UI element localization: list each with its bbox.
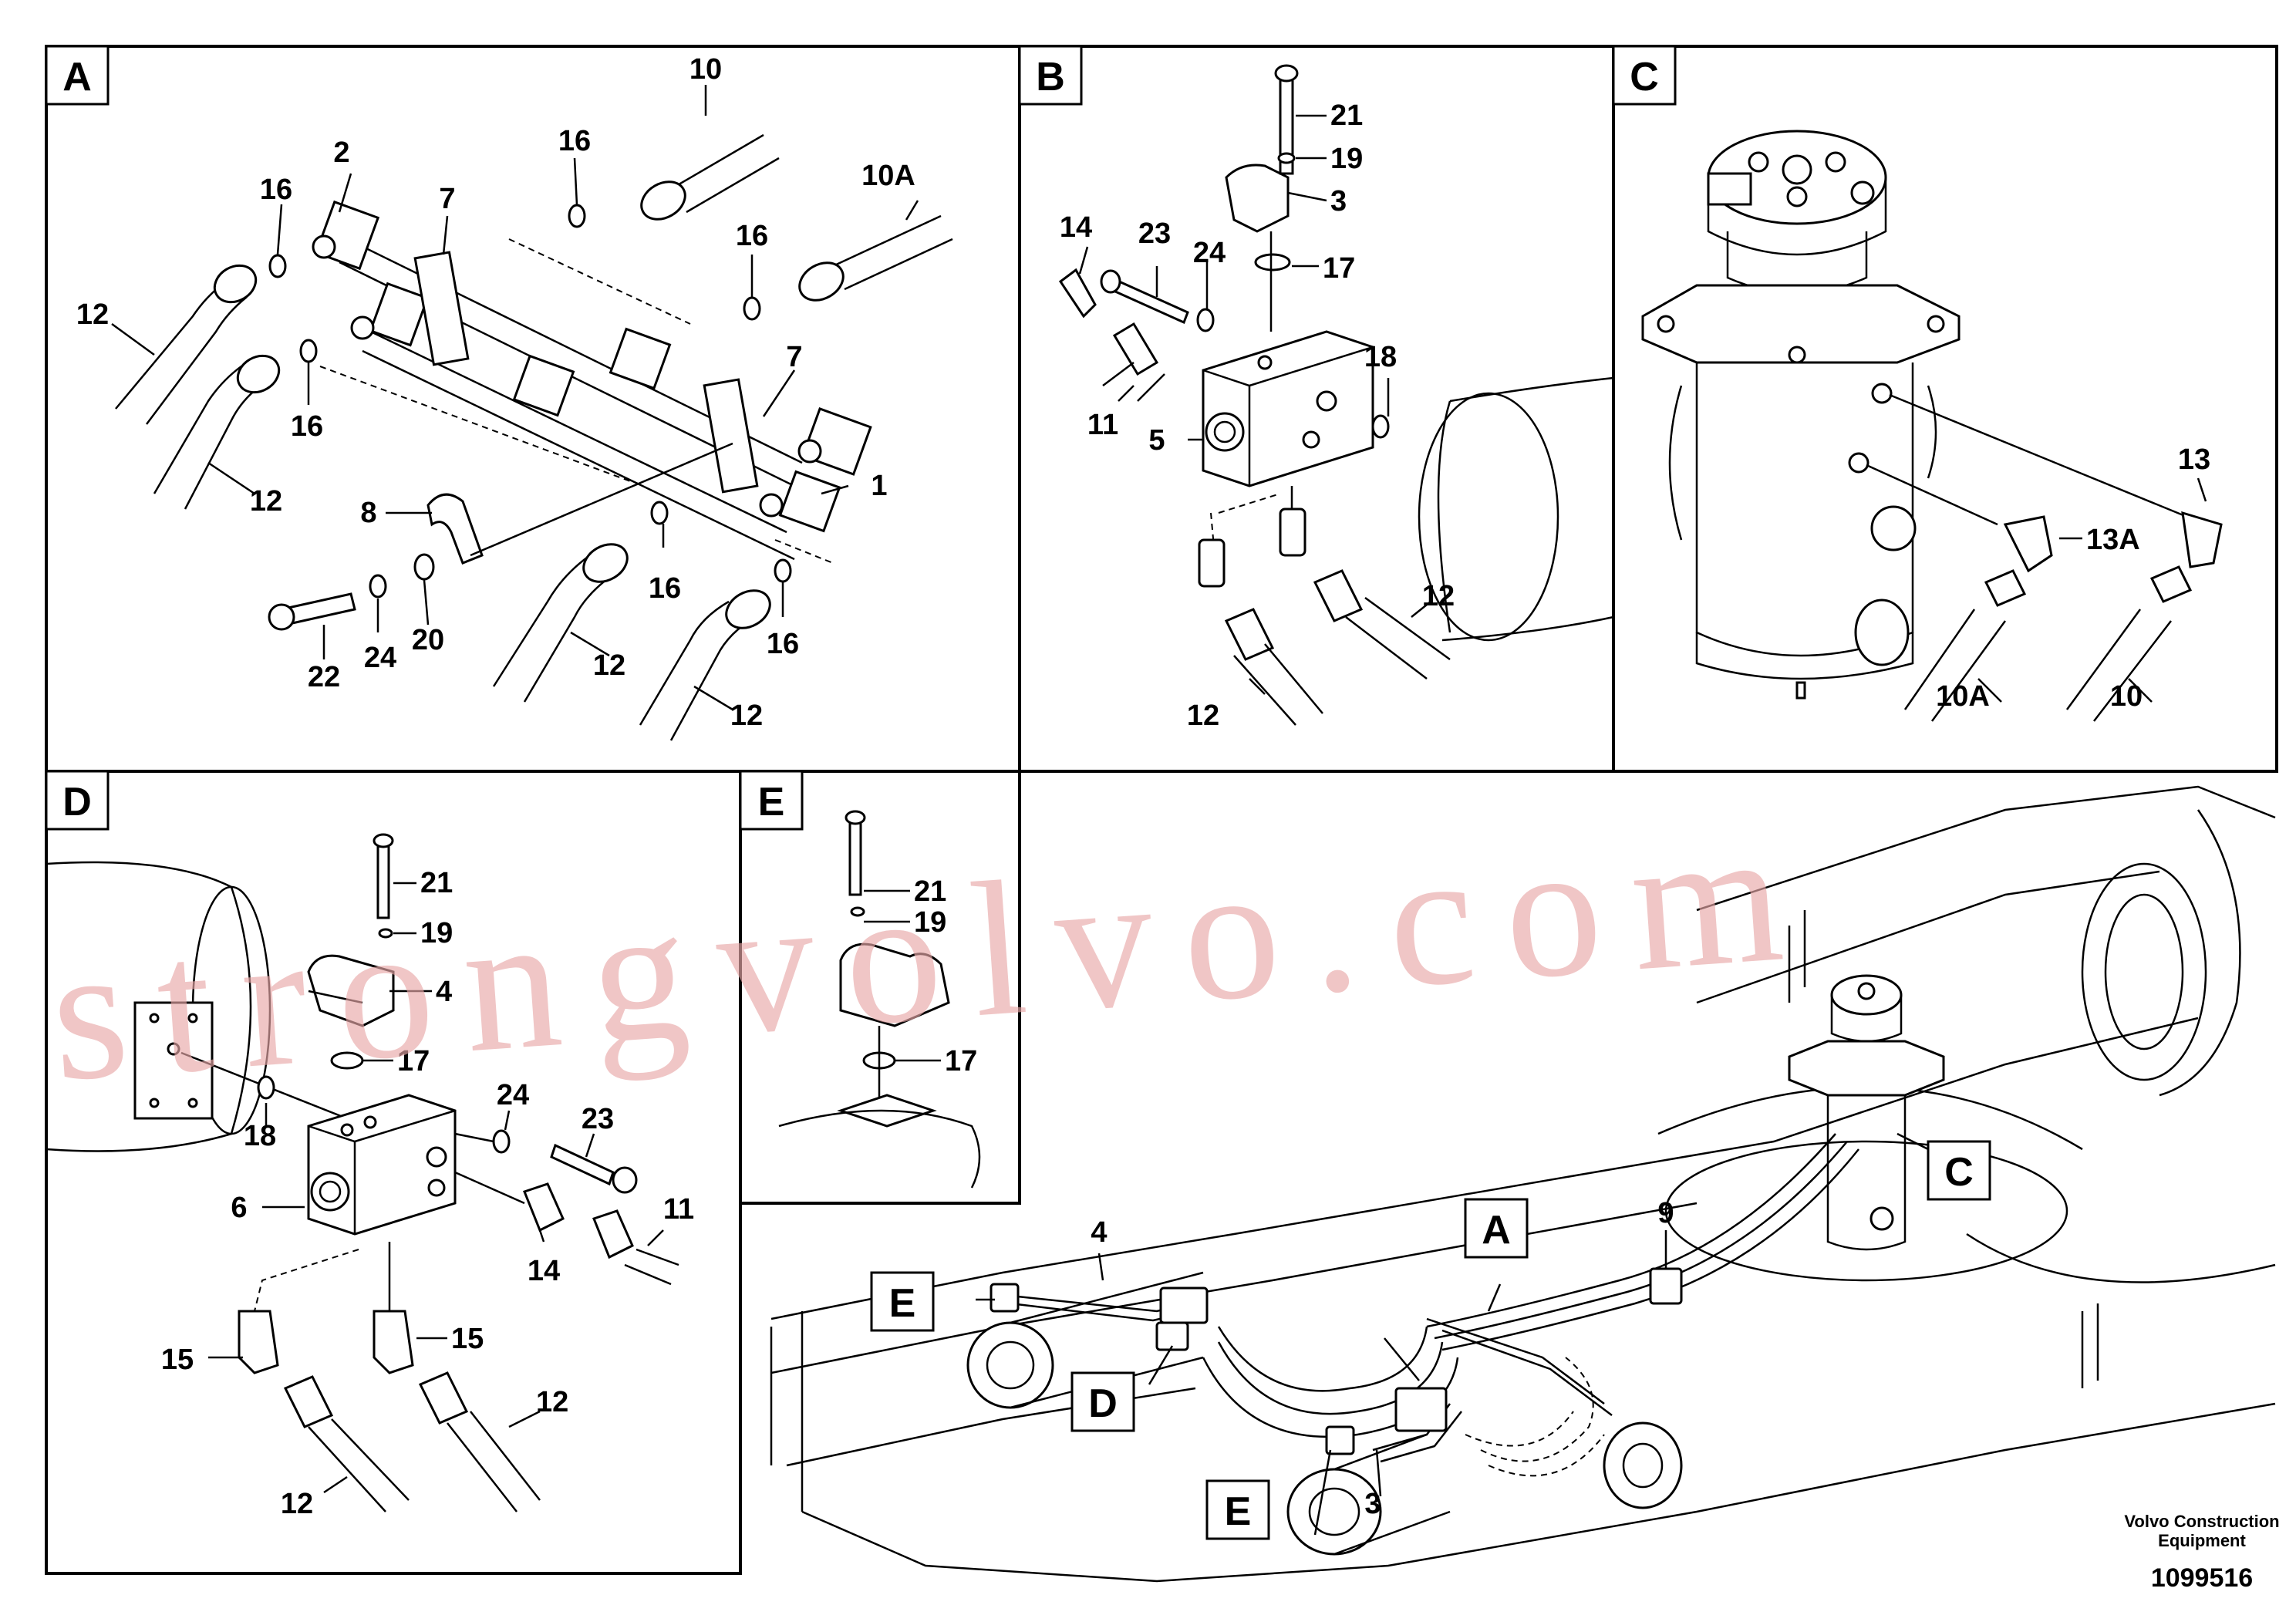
overview-tag-e-bottom: E — [1205, 1479, 1270, 1540]
callout: 20 — [412, 624, 444, 656]
callout: 12 — [250, 485, 282, 518]
footer: Volvo Construction Equipment 1099516 — [2124, 1512, 2279, 1593]
callout: 10A — [861, 160, 915, 192]
callout: 17 — [1323, 252, 1355, 285]
overview-callouts: 4 9 3 — [1091, 1197, 1674, 1520]
panel-e-frame — [739, 770, 1021, 1205]
overview-tag-c-text: C — [1944, 1150, 1974, 1195]
panel-b-letter: B — [1036, 55, 1065, 99]
callout: 12 — [76, 298, 109, 331]
panel-d-label: D — [45, 770, 110, 831]
callout: 16 — [558, 125, 591, 157]
callout: 8 — [360, 497, 376, 529]
panel-e-letter: E — [758, 780, 785, 824]
callout: 22 — [308, 661, 340, 693]
drawing-number: 1099516 — [2151, 1563, 2253, 1593]
overview-tag-d: D — [1070, 1371, 1135, 1432]
callout: 12 — [730, 700, 763, 732]
callout: 1 — [871, 470, 887, 502]
callout: 24 — [364, 642, 396, 674]
panel-e-callouts: 21 19 17 — [914, 875, 977, 1077]
panel-c-frame — [1612, 45, 2278, 773]
callout: 13 — [2178, 443, 2210, 476]
callout: 10 — [2110, 680, 2143, 713]
overview-tag-d-text: D — [1088, 1381, 1118, 1426]
callout: 23 — [1138, 218, 1171, 250]
callout: 15 — [161, 1344, 194, 1376]
panel-d-artwork — [46, 833, 679, 1512]
callout: 16 — [736, 220, 768, 252]
overview-artwork — [770, 785, 2276, 1583]
panel-d-letter: D — [62, 780, 92, 824]
callout: 23 — [582, 1103, 614, 1135]
footer-brand-line1: Volvo Construction — [2124, 1512, 2279, 1531]
callout: 19 — [420, 917, 453, 949]
panel-e-artwork — [778, 810, 981, 1189]
overview-tag-a: A — [1464, 1198, 1529, 1259]
overview-tag-e-bottom-text: E — [1225, 1489, 1252, 1534]
callout: 13A — [2086, 524, 2140, 556]
panel-b-artwork — [1058, 64, 1614, 726]
callout: 19 — [1330, 143, 1363, 175]
panel-a-label: A — [45, 45, 110, 106]
overview-tag-e-top: E — [870, 1271, 935, 1332]
callout: 24 — [497, 1079, 529, 1111]
panel-b-callouts: 21 19 3 14 23 24 17 18 11 5 12 12 — [1060, 99, 1455, 732]
callout: 21 — [1330, 99, 1363, 132]
callout: 2 — [333, 137, 349, 169]
callout: 15 — [451, 1323, 484, 1355]
callout: 12 — [536, 1386, 568, 1418]
overview-tag-e-top-text: E — [889, 1281, 916, 1326]
callout: 16 — [260, 174, 292, 206]
callout: 21 — [420, 867, 453, 899]
panel-letter-boxes: A B C D E — [45, 45, 1677, 831]
callout: 11 — [663, 1193, 694, 1226]
panel-c-artwork — [1641, 130, 2223, 722]
panel-a-callouts: 10 16 2 16 7 10A 16 12 16 7 12 8 1 16 16… — [76, 53, 915, 732]
callout: 12 — [281, 1488, 313, 1520]
panel-d-callouts: 21 19 4 17 18 24 23 6 11 14 15 15 12 12 — [161, 867, 694, 1520]
callout: 16 — [291, 410, 323, 443]
panel-e-label: E — [739, 770, 804, 831]
callout: 12 — [1422, 580, 1455, 612]
panel-b-label: B — [1018, 45, 1083, 106]
panel-a-letter: A — [62, 55, 92, 99]
callout: 4 — [436, 976, 452, 1008]
panel-a-artwork — [111, 85, 953, 741]
panel-c-label: C — [1612, 45, 1677, 106]
callout: 9 — [1657, 1197, 1674, 1229]
panel-c-callouts: 13 13A 10A 10 — [1936, 443, 2210, 713]
watermark-text: strongvolvo.com — [45, 786, 1819, 1122]
overview-tag-c: C — [1927, 1140, 1991, 1201]
callout: 3 — [1364, 1488, 1381, 1520]
callout: 24 — [1193, 237, 1226, 269]
callout: 5 — [1148, 424, 1165, 457]
overview-tag-a-text: A — [1482, 1208, 1511, 1253]
panel-frames — [45, 45, 2278, 1575]
callout: 6 — [231, 1192, 247, 1224]
callout: 14 — [1060, 211, 1092, 244]
callout: 14 — [528, 1255, 560, 1287]
callout: 17 — [397, 1045, 430, 1077]
callout: 12 — [593, 649, 625, 682]
callout: 16 — [649, 572, 681, 605]
callout: 17 — [945, 1045, 977, 1077]
callout: 10A — [1936, 680, 1990, 713]
callout: 7 — [786, 341, 802, 373]
callout: 11 — [1087, 409, 1118, 441]
callout: 12 — [1187, 700, 1219, 732]
callout: 19 — [914, 906, 946, 939]
callout: 3 — [1330, 185, 1347, 218]
callout: 21 — [914, 875, 946, 908]
callout: 10 — [689, 53, 722, 86]
callout: 18 — [244, 1120, 276, 1152]
footer-brand-line2: Equipment — [2158, 1531, 2246, 1550]
callout: 16 — [767, 628, 799, 660]
callout: 7 — [439, 183, 455, 215]
panel-c-letter: C — [1630, 55, 1659, 99]
overview-tags: E D A E C — [870, 1140, 1991, 1540]
callout: 4 — [1091, 1216, 1107, 1249]
callout: 18 — [1364, 341, 1397, 373]
